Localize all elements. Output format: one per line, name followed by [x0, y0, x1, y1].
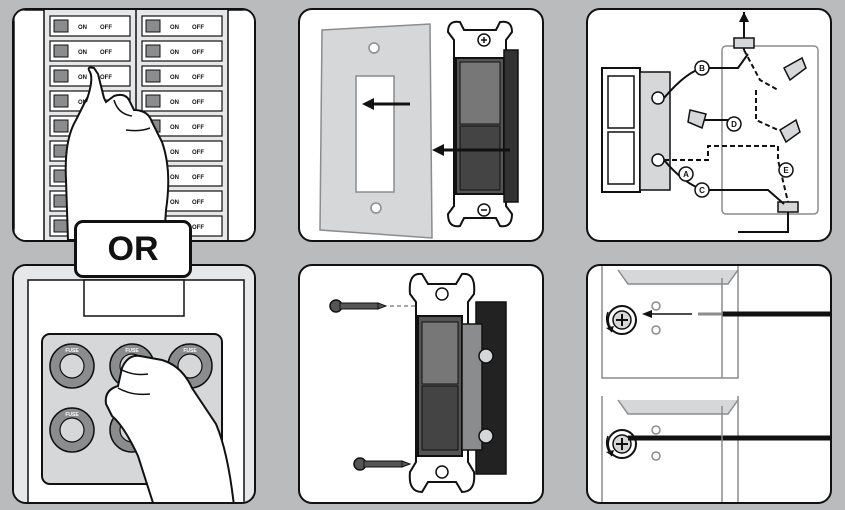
breaker-off-label: OFF: [100, 75, 112, 81]
breaker[interactable]: ON OFF: [141, 15, 223, 37]
mount-switch-illustration: [329, 272, 507, 494]
wiring-diagram-step: A B C D E: [586, 8, 832, 242]
svg-text:D: D: [731, 120, 737, 129]
breaker-on-label: ON: [170, 25, 179, 31]
breaker-off-label: OFF: [192, 100, 204, 106]
breaker-off-label: OFF: [100, 50, 112, 56]
breaker[interactable]: ON OFF: [49, 40, 131, 62]
breaker[interactable]: ON OFF: [49, 15, 131, 37]
breaker-on-label: ON: [170, 100, 179, 106]
breaker-off-label: OFF: [192, 150, 204, 156]
hand-icon: [64, 91, 170, 240]
or-badge: OR: [74, 220, 192, 278]
screw-icon: [353, 457, 412, 471]
fuse-icon[interactable]: FUSE: [49, 343, 95, 389]
wall-box: [721, 45, 819, 215]
breaker[interactable]: ON OFF: [141, 90, 223, 112]
svg-text:E: E: [783, 166, 789, 175]
cover-plate-illustration: [319, 20, 519, 239]
wire-label-c: C: [694, 182, 710, 198]
wire-label-d: D: [726, 116, 742, 132]
breaker-on-label: ON: [78, 100, 87, 106]
breaker-off-label: OFF: [192, 25, 204, 31]
breaker-on-label: ON: [170, 150, 179, 156]
fuse-box-step: FUSEFUSEFUSEFUSEFUSEFUSE: [12, 264, 256, 504]
fuse-label: FUSE: [65, 348, 79, 354]
wire-nut-icon: [783, 56, 807, 82]
breaker-off-label: OFF: [192, 50, 204, 56]
fuse-box-illustration: FUSEFUSEFUSEFUSEFUSEFUSE: [14, 266, 254, 502]
wire-label-a: A: [678, 166, 694, 182]
wiring-illustration: A B C D E: [601, 12, 819, 233]
breaker[interactable]: ON OFF: [141, 65, 223, 87]
breaker-off-label: OFF: [192, 225, 204, 231]
hand-icon: [104, 354, 235, 502]
fuse-icon[interactable]: FUSE: [49, 407, 95, 453]
breaker-on-label: ON: [170, 200, 179, 206]
terminal-illustration: [601, 266, 830, 502]
arrow-up-icon: [739, 12, 749, 22]
breaker-on-label: ON: [78, 25, 87, 31]
breaker-on-label: ON: [170, 125, 179, 131]
fuse-label: FUSE: [125, 348, 139, 354]
fuse-label: FUSE: [65, 412, 79, 418]
breaker-illustration: ON OFF ON OFF ON OFF ON OFF ON OFF ON OFF ON OFF ON OFF…: [14, 10, 254, 240]
arrow-left-icon: [362, 98, 374, 110]
terminal-wire-step: [586, 264, 832, 504]
breaker-off-label: OFF: [192, 175, 204, 181]
breaker-on-label: ON: [170, 50, 179, 56]
breaker-off-label: OFF: [192, 200, 204, 206]
arrow-left-icon: [432, 144, 444, 156]
breaker-on-label: ON: [170, 175, 179, 181]
arrow-left-icon: [642, 310, 652, 318]
breaker-off-label: OFF: [192, 75, 204, 81]
wire-nut-icon: [779, 118, 801, 144]
screw-icon: [329, 299, 388, 313]
breaker-on-label: ON: [170, 75, 179, 81]
svg-text:B: B: [699, 64, 705, 73]
wire-label-b: B: [694, 60, 710, 76]
svg-text:C: C: [699, 186, 705, 195]
breaker-on-label: ON: [78, 75, 87, 81]
breaker-off-label: OFF: [100, 25, 112, 31]
remove-cover-plate-step: [298, 8, 544, 242]
svg-text:A: A: [683, 170, 689, 179]
breaker-on-label: ON: [78, 50, 87, 56]
breaker-off-label: OFF: [192, 125, 204, 131]
mount-switch-step: [298, 264, 544, 504]
fuse-label: FUSE: [183, 348, 197, 354]
wire-nut-icon: [687, 109, 707, 130]
breaker[interactable]: ON OFF: [141, 40, 223, 62]
breaker-panel-step: ON OFF ON OFF ON OFF ON OFF ON OFF ON OFF ON OFF ON OFF…: [12, 8, 256, 242]
wire-label-e: E: [778, 162, 794, 178]
